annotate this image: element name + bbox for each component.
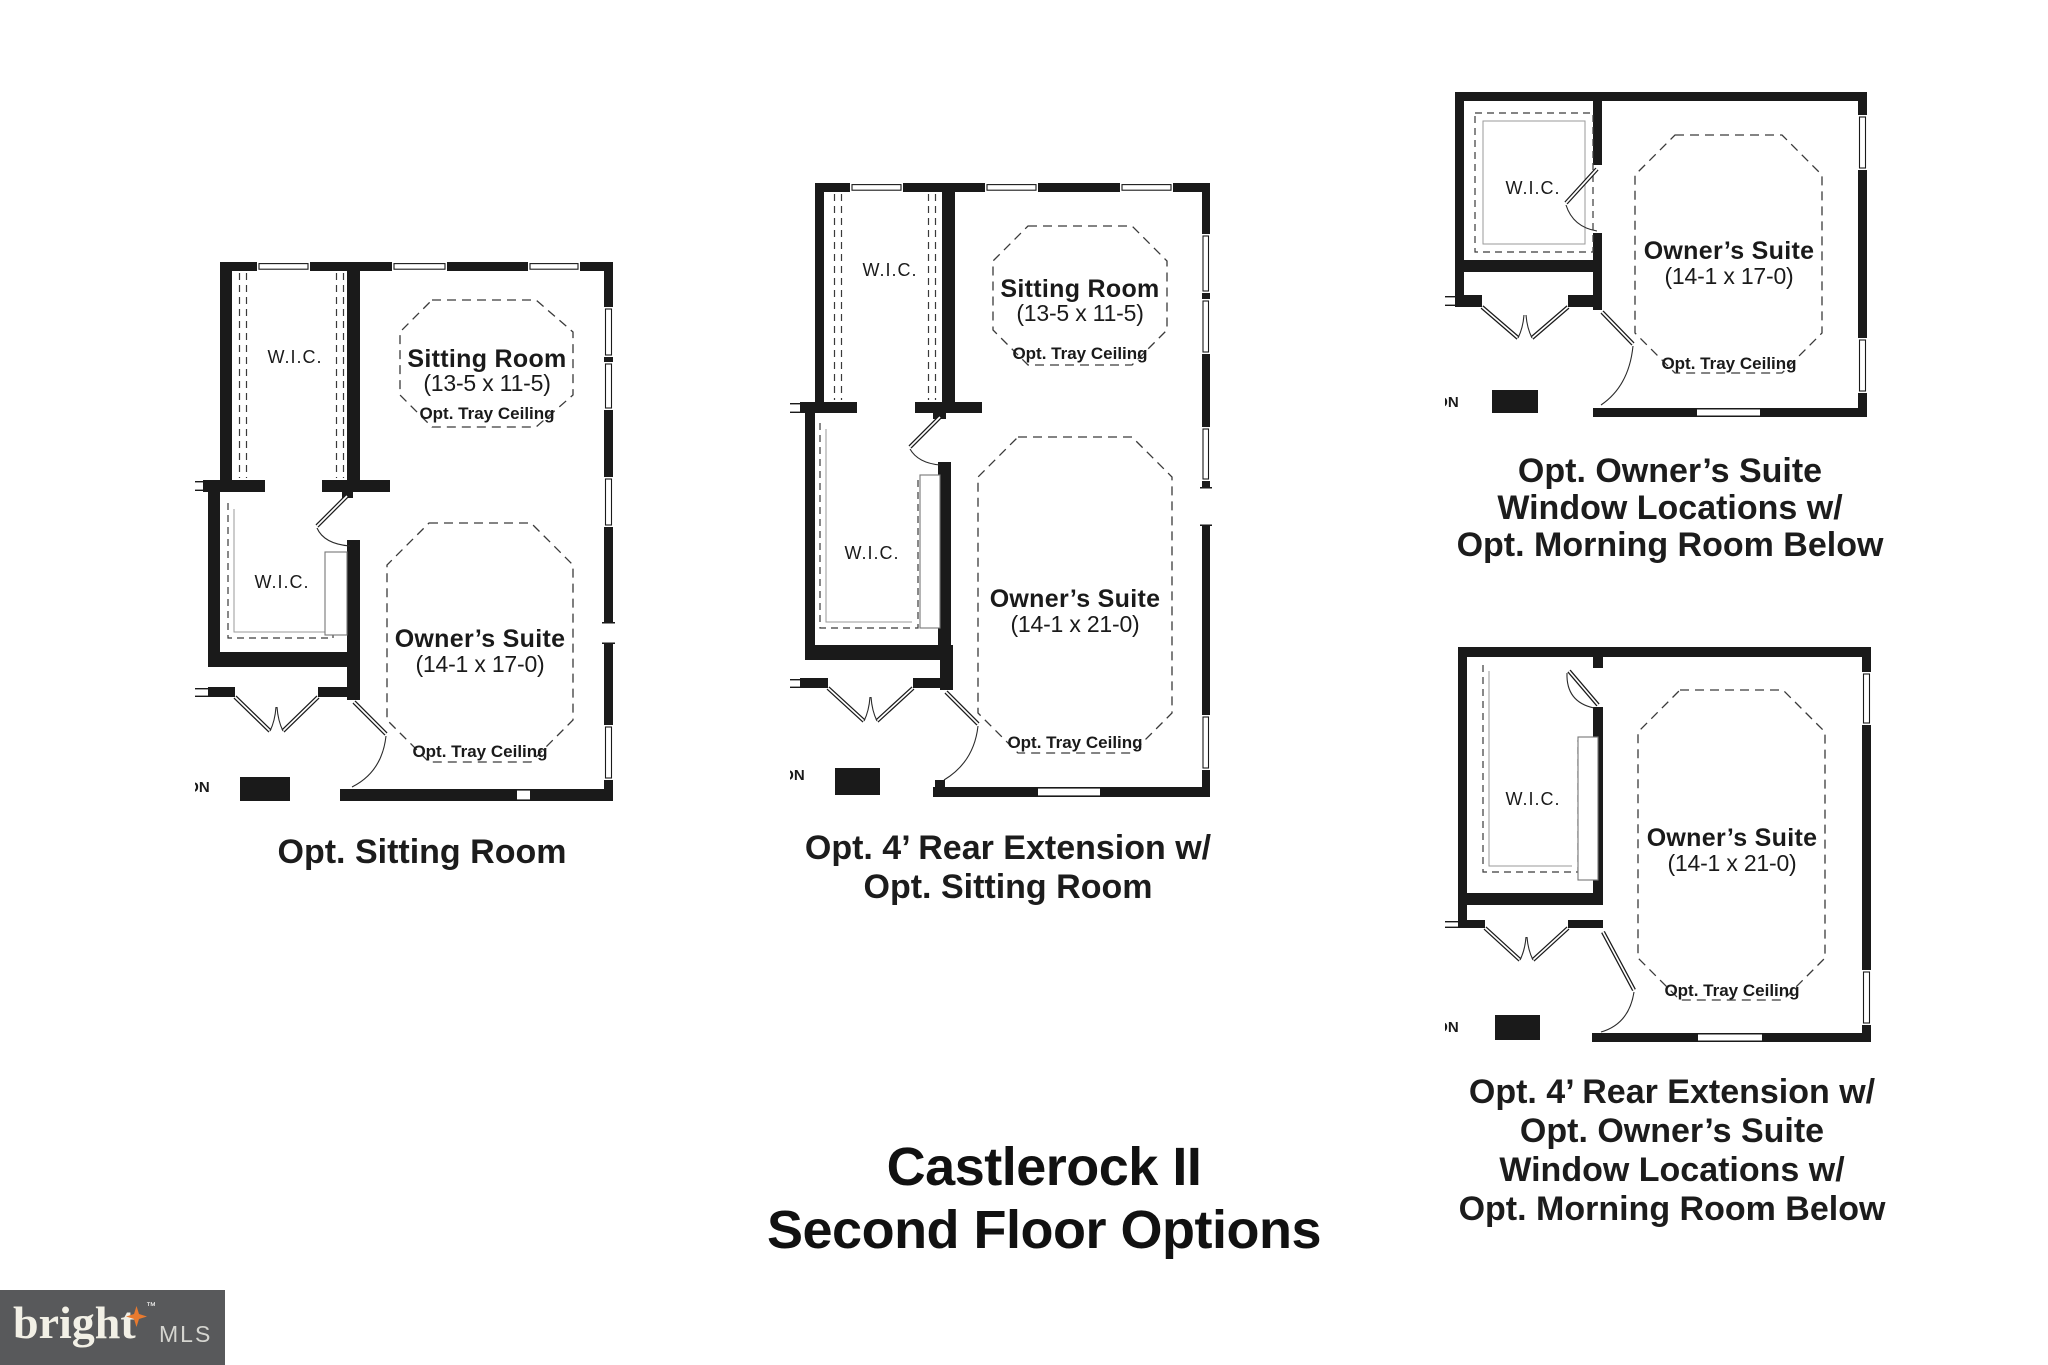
closet-lines	[819, 194, 941, 629]
room-labels: W.I.C. Owner’s Suite (14-1 x 21-0) Opt. …	[1445, 789, 1817, 1036]
wic-lower-label: W.I.C.	[255, 572, 310, 592]
stair-block	[1492, 390, 1538, 413]
caption-window-locations: Opt. Owner’s Suite Window Locations w/ O…	[1435, 453, 1905, 564]
stair-block	[835, 768, 880, 795]
caption-rear-extension-window-locations: Opt. 4’ Rear Extension w/ Opt. Owner’s S…	[1437, 1073, 1907, 1229]
walls	[790, 182, 1212, 797]
floorplan-rear-extension-window-locations: W.I.C. Owner’s Suite (14-1 x 21-0) Opt. …	[1445, 647, 1873, 1042]
owners-suite-name: Owner’s Suite	[1647, 824, 1818, 852]
doors	[826, 415, 980, 781]
room-labels: W.I.C. W.I.C. Sitting Room (13-5 x 11-5)…	[195, 345, 566, 796]
caption-line: Opt. Owner’s Suite	[1517, 452, 1823, 490]
wic-label: W.I.C.	[1506, 178, 1561, 198]
stair-block	[1495, 1015, 1540, 1040]
caption-line: Window Locations w/	[1499, 1151, 1845, 1189]
closet-lines	[227, 273, 348, 639]
owners-suite-note: Opt. Tray Ceiling	[1661, 354, 1796, 373]
wic-upper-label: W.I.C.	[268, 347, 323, 367]
sitting-room-name: Sitting Room	[407, 345, 566, 373]
owners-suite-name: Owner’s Suite	[990, 585, 1161, 613]
owners-suite-name: Owner’s Suite	[395, 625, 566, 653]
wic-lower-label: W.I.C.	[845, 543, 900, 563]
room-labels: W.I.C. W.I.C. Sitting Room (13-5 x 11-5)…	[790, 260, 1160, 784]
caption-rear-extension-sitting-room: Opt. 4’ Rear Extension w/ Opt. Sitting R…	[778, 829, 1238, 907]
sheet-title-line2: Second Floor Options	[767, 1200, 1322, 1260]
logo-brand-text: bright	[13, 1297, 136, 1348]
owners-suite-name: Owner’s Suite	[1644, 237, 1815, 265]
caption-opt-sitting-room: Opt. Sitting Room	[192, 833, 652, 871]
caption-line: Opt. Sitting Room	[277, 833, 567, 871]
tray-ceiling-outlines	[386, 299, 574, 763]
owners-suite-dims: (14-1 x 21-0)	[1010, 611, 1139, 637]
owners-suite-dims: (14-1 x 17-0)	[1664, 263, 1793, 289]
caption-line: Window Locations w/	[1497, 489, 1843, 527]
caption-line: Opt. Sitting Room	[863, 868, 1153, 906]
caption-line: Opt. 4’ Rear Extension w/	[804, 829, 1212, 867]
tray-ceiling-outline	[1634, 134, 1823, 374]
caption-line: Opt. Morning Room Below	[1456, 526, 1884, 564]
sitting-room-dims: (13-5 x 11-5)	[1016, 300, 1143, 326]
owners-suite-dims: (14-1 x 21-0)	[1667, 850, 1796, 876]
owners-suite-dims: (14-1 x 17-0)	[415, 651, 544, 677]
closet-lines	[1482, 665, 1599, 881]
walls	[195, 261, 615, 801]
stair-block	[240, 777, 290, 801]
sitting-room-dims: (13-5 x 11-5)	[423, 370, 550, 396]
stair-dn-label: DN	[1445, 394, 1459, 411]
tray-ceiling-outlines	[977, 225, 1173, 754]
caption-line: Opt. 4’ Rear Extension w/	[1468, 1073, 1876, 1111]
walls	[1445, 92, 1869, 417]
caption-line: Opt. Owner’s Suite	[1519, 1112, 1825, 1150]
bright-mls-logo: bright ™ MLS	[0, 1290, 225, 1365]
wic-upper-label: W.I.C.	[863, 260, 918, 280]
sitting-room-note: Opt. Tray Ceiling	[419, 404, 554, 423]
stair-dn-label: DN	[195, 779, 210, 796]
tray-ceiling-outline	[1637, 689, 1826, 1001]
doors	[233, 494, 388, 788]
owners-suite-note: Opt. Tray Ceiling	[1007, 733, 1142, 752]
floorplan-window-locations: W.I.C. Owner’s Suite (14-1 x 17-0) Opt. …	[1445, 92, 1869, 417]
doors	[1480, 167, 1635, 406]
caption-line: Opt. Morning Room Below	[1458, 1190, 1886, 1228]
owners-suite-note: Opt. Tray Ceiling	[1664, 981, 1799, 1000]
logo-trademark: ™	[146, 1301, 156, 1312]
stair-dn-label: DN	[790, 767, 805, 784]
logo-star-icon	[126, 1306, 147, 1327]
doors	[1483, 669, 1636, 1033]
logo-mls-text: MLS	[159, 1321, 213, 1347]
floorplan-rear-extension-sitting-room: W.I.C. W.I.C. Sitting Room (13-5 x 11-5)…	[790, 182, 1212, 797]
wic-label: W.I.C.	[1506, 789, 1561, 809]
stair-dn-label: DN	[1445, 1019, 1459, 1036]
owners-suite-note: Opt. Tray Ceiling	[412, 742, 547, 761]
sheet-title: Castlerock II Second Floor Options	[584, 1136, 1504, 1262]
sitting-room-name: Sitting Room	[1000, 275, 1159, 303]
sheet-title-line1: Castlerock II	[886, 1137, 1202, 1197]
room-labels: W.I.C. Owner’s Suite (14-1 x 17-0) Opt. …	[1445, 178, 1814, 411]
floorplan-opt-sitting-room: W.I.C. W.I.C. Sitting Room (13-5 x 11-5)…	[195, 261, 615, 801]
sitting-room-note: Opt. Tray Ceiling	[1012, 344, 1147, 363]
